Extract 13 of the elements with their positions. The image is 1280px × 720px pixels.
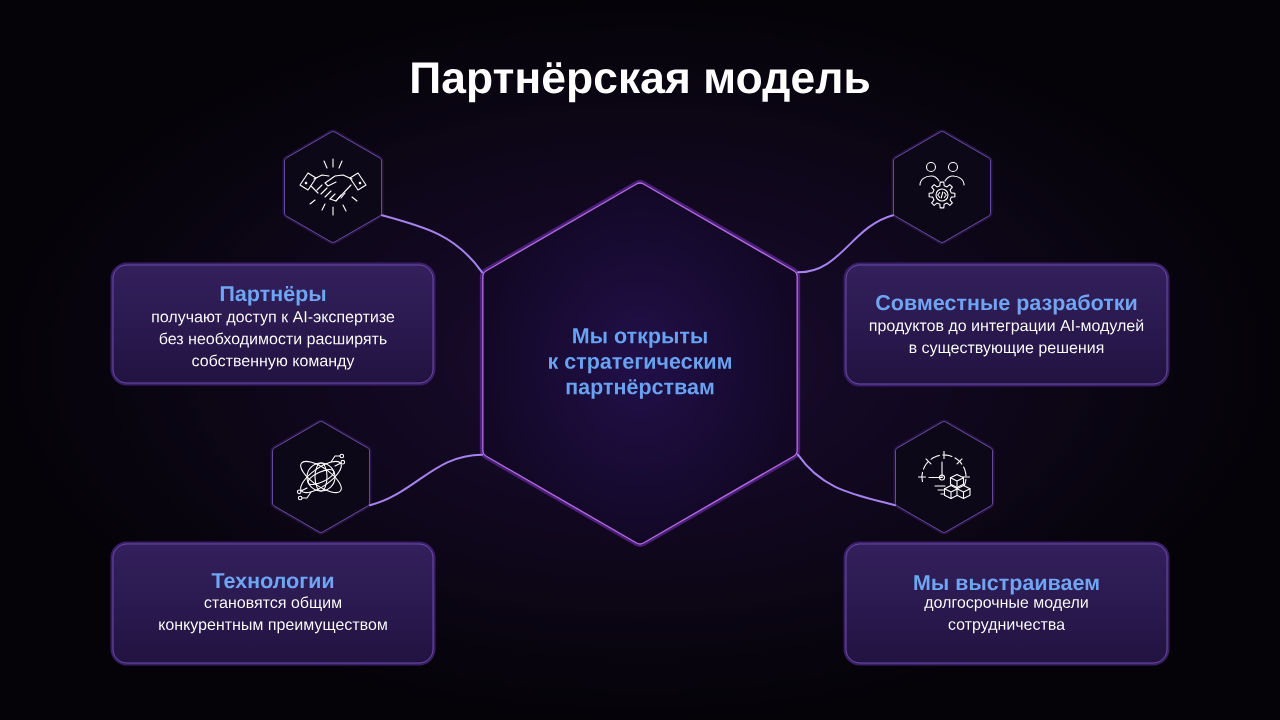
heading: Мы выстраиваем (914, 575, 1099, 595)
title: Партнёрская модель (412, 62, 869, 103)
description: долгосрочные модели сотрудничества (924, 599, 1088, 634)
connector-line (380, 214, 484, 274)
connector-line (796, 453, 897, 507)
connector-line (796, 214, 895, 274)
heading: Партнёры (220, 286, 326, 306)
description: получают доступ к AI-экспертизе без необходимости расширять собственную команду (152, 311, 395, 370)
connector-line (368, 453, 484, 507)
heading: Технологии (211, 573, 334, 589)
heading: Совместные разработки (876, 294, 1137, 315)
description: становятся общим конкурентным преимуществом (159, 596, 387, 634)
description: продуктов до интеграции AI-модулей в существующие решения (869, 319, 1144, 357)
